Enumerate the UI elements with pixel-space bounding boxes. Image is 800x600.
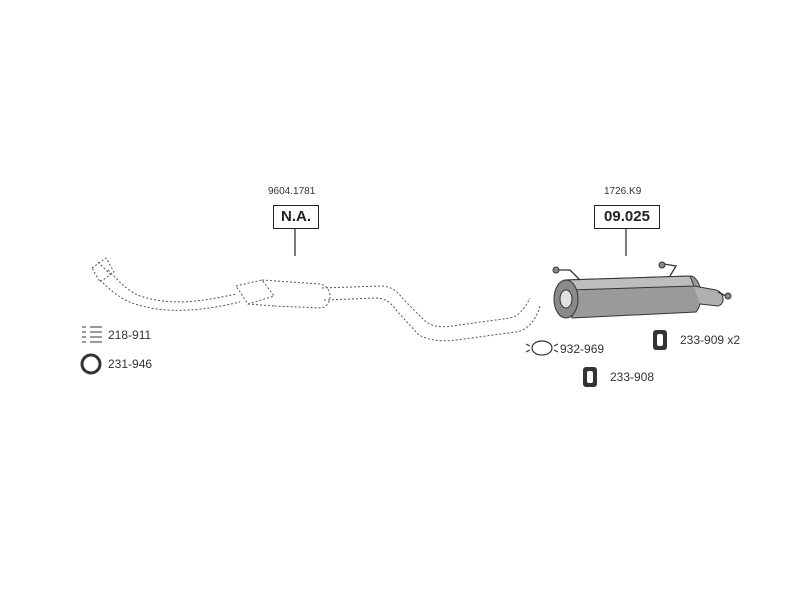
front-section-ref-box[interactable]: N.A.: [273, 205, 319, 229]
clamp-kit-label[interactable]: 218-911: [108, 328, 152, 342]
pipe-clamp-label[interactable]: 932-969: [560, 342, 605, 356]
rear-silencer-code: 1726.K9: [604, 186, 642, 197]
rubber-mount-icon: [583, 367, 597, 387]
pipe-clamp-icon: [525, 340, 559, 356]
rubber-mount-pair-icon: [653, 330, 667, 350]
front-section-code: 9604.1781: [268, 186, 316, 197]
sealing-ring-icon: [80, 353, 102, 375]
rubber-mount-pair-label[interactable]: 233-909 x2: [680, 333, 741, 347]
rear-silencer-ref-box[interactable]: 09.025: [594, 205, 660, 229]
clamp-kit-icon: [82, 326, 102, 343]
sealing-ring-label[interactable]: 231-946: [108, 357, 153, 371]
rubber-mount-label[interactable]: 233-908: [610, 370, 655, 384]
rear-silencer-drawing: [552, 261, 732, 319]
front-pipe-section: [91, 257, 541, 342]
